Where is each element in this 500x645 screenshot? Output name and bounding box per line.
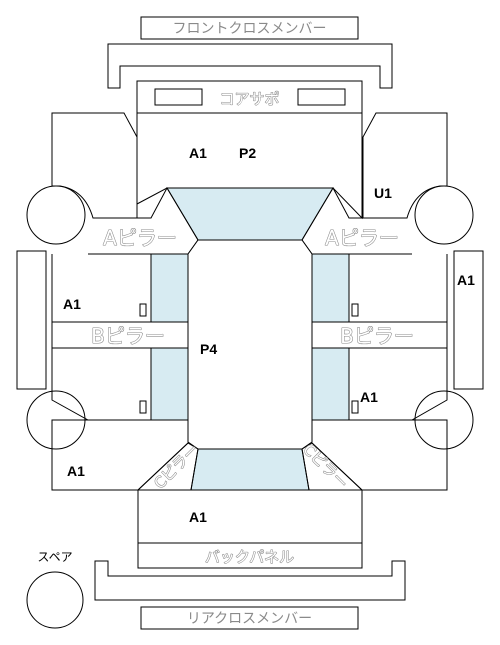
right-front-window xyxy=(311,253,350,323)
right-b-pillar xyxy=(311,321,448,349)
core-support-left-slot xyxy=(154,88,203,106)
core-support-label: コアサポ xyxy=(219,90,279,108)
front-cross-member-label: フロントクロスメンバー xyxy=(173,21,327,37)
trunk xyxy=(137,489,363,544)
mark-trunk: A1 xyxy=(189,509,207,525)
front-left-wheel xyxy=(26,185,86,245)
front-right-wheel xyxy=(414,185,474,245)
mark-left-rear-quarter: A1 xyxy=(67,463,85,479)
left-a-pillar-label: Aピラー xyxy=(103,226,177,250)
left-b-pillar xyxy=(51,321,189,349)
mark-hood-right: P2 xyxy=(239,145,256,161)
mark-front-fender-right: U1 xyxy=(374,185,392,201)
left-front-door-handle xyxy=(139,303,147,317)
spare-label: スペア xyxy=(37,550,72,564)
windshield xyxy=(166,187,334,241)
mark-hood-left: A1 xyxy=(189,145,207,161)
right-b-pillar-label: Bピラー xyxy=(340,324,414,348)
mark-right-rear-door: A1 xyxy=(360,389,378,405)
back-panel xyxy=(137,542,363,569)
mark-right-side-sill: A1 xyxy=(457,272,475,288)
right-side-sill xyxy=(453,250,484,390)
mark-left-front-door: A1 xyxy=(63,296,81,312)
right-a-pillar-label: Aピラー xyxy=(325,226,399,250)
rear-window xyxy=(190,448,310,491)
left-rear-door-handle xyxy=(139,400,147,414)
mark-roof: P4 xyxy=(200,341,217,357)
left-front-window xyxy=(150,253,189,323)
front-cross-member-label-box xyxy=(140,16,359,40)
front-cross-member xyxy=(107,43,393,89)
core-support-right-slot xyxy=(297,88,346,106)
right-rear-door-handle xyxy=(351,400,359,414)
rear-cross-member-label: リアクロスメンバー xyxy=(187,611,312,627)
rear-cross-member xyxy=(94,560,406,601)
right-front-door-handle xyxy=(351,303,359,317)
rear-cross-member-label-box xyxy=(140,606,359,630)
left-rear-window xyxy=(150,347,189,421)
right-rear-window xyxy=(311,347,350,421)
back-panel-label: バックパネル xyxy=(205,548,294,566)
spare-tire xyxy=(26,571,84,629)
left-b-pillar-label: Bピラー xyxy=(91,324,165,348)
left-side-sill xyxy=(16,250,47,390)
